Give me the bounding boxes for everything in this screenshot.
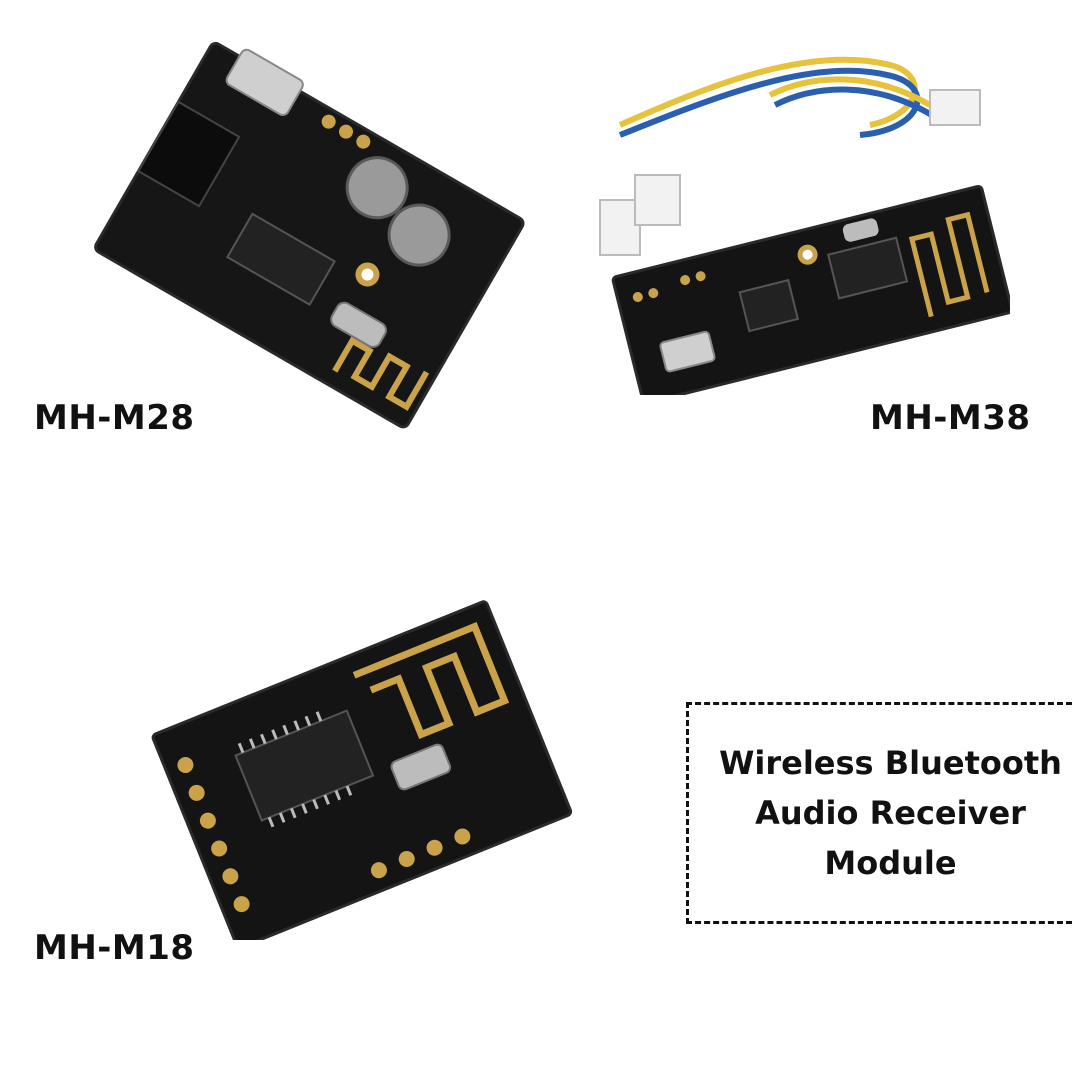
mh-m18-label: MH-M18 xyxy=(34,928,195,968)
mh-m18-board-image xyxy=(151,600,573,940)
mh-m38-board-image xyxy=(599,56,1010,395)
callout-line-1: Wireless Bluetooth xyxy=(719,744,1062,782)
mh-m28-label: MH-M28 xyxy=(34,398,195,438)
product-callout-text: Wireless Bluetooth Audio Receiver Module xyxy=(719,738,1062,888)
mh-m38-label: MH-M38 xyxy=(870,398,1031,438)
mh-m28-board-image xyxy=(94,41,525,429)
callout-line-2: Audio Receiver xyxy=(755,794,1026,832)
product-callout-box: Wireless Bluetooth Audio Receiver Module xyxy=(686,702,1072,924)
callout-line-3: Module xyxy=(824,844,957,882)
